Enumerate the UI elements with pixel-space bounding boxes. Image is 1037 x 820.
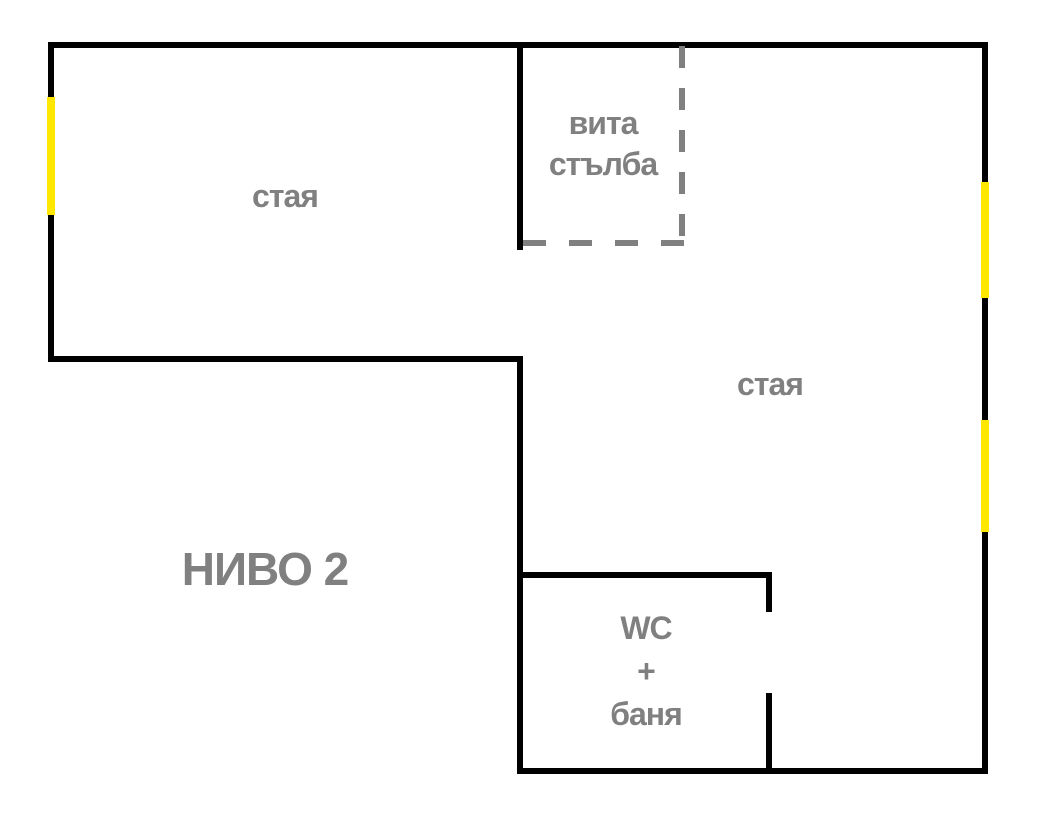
bathroom-label-line-2: + [637,653,656,689]
room-label-right: стая [737,366,804,402]
window-right-wall-lower [981,420,989,532]
room-label-top-left: стая [252,178,319,214]
wall-staircase-left [517,42,523,250]
staircase-label: вита стълба [503,103,703,185]
wall-middle-horizontal [48,356,523,362]
window-right-wall-upper [981,182,989,298]
bathroom-label-line-3: баня [610,696,683,732]
wall-center-vertical [517,356,523,774]
window-left-wall [47,97,55,215]
staircase-label-line-2: стълба [548,146,658,182]
wall-exterior-bottom [517,768,988,774]
staircase-dashed-bottom [523,240,685,246]
bathroom-label: WC + баня [546,607,746,736]
level-title: НИВО 2 [181,543,350,595]
staircase-label-line-1: вита [568,105,639,141]
wall-wc-right-upper [766,572,772,612]
wall-wc-top [517,572,772,578]
wall-wc-right-lower [766,693,772,774]
bathroom-label-line-1: WC [620,610,672,646]
wall-exterior-right [982,42,988,774]
staircase-dashed-right [679,46,685,246]
